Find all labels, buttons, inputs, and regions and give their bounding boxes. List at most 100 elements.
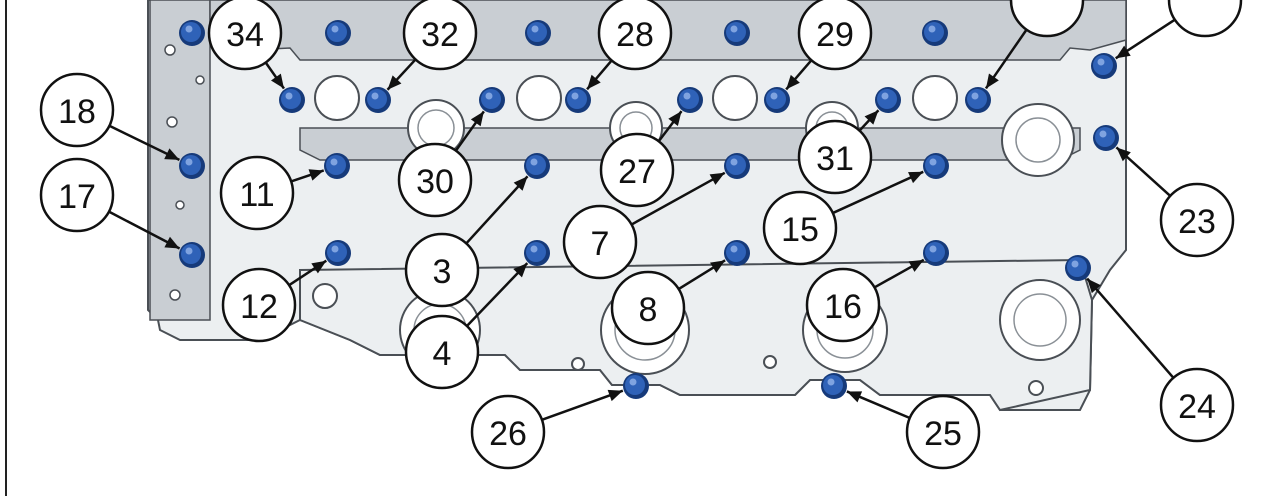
callout-number: 17 xyxy=(58,178,96,216)
locating-hole xyxy=(195,75,205,85)
callout-circle xyxy=(905,394,981,470)
bolt-head-b24 xyxy=(1065,255,1091,281)
callout-b27: 27 xyxy=(599,132,675,208)
port-hole xyxy=(312,283,338,309)
locating-hole xyxy=(169,289,181,301)
callout-number: 34 xyxy=(226,16,264,54)
bolt-head-b4 xyxy=(524,240,550,266)
port-hole xyxy=(1001,103,1075,177)
bolt-head xyxy=(179,20,205,46)
callout-number: 16 xyxy=(824,288,862,326)
callout-circle xyxy=(797,0,873,71)
callout-b30: 30 xyxy=(397,142,473,218)
callout-circle xyxy=(207,0,283,71)
callout-circle xyxy=(397,142,473,218)
port-hole xyxy=(712,75,758,121)
leader-arrow-b24 xyxy=(1087,278,1101,294)
callout-b3: 3 xyxy=(404,232,480,308)
callout-circle xyxy=(562,204,638,280)
callout-b28: 28 xyxy=(597,0,673,71)
leader-arrow-b28 xyxy=(587,74,601,90)
callout-number: 8 xyxy=(639,291,658,329)
callout-circle xyxy=(39,72,115,148)
bolt-head-b30 xyxy=(479,87,505,113)
leader-line-b15 xyxy=(832,170,924,215)
bolt-head-b31 xyxy=(875,87,901,113)
leader-arrow-b-top-a xyxy=(985,73,999,89)
bolt-heads xyxy=(179,20,1119,399)
callout-b17: 17 xyxy=(39,157,115,233)
locating-hole xyxy=(164,44,176,56)
port-hole xyxy=(314,75,360,121)
bolt-head-b12 xyxy=(325,240,351,266)
callout-circle xyxy=(797,119,873,195)
callout-b-top-a xyxy=(1009,0,1085,38)
callout-circle xyxy=(1009,0,1085,38)
leader-arrow-b-top-b xyxy=(1115,45,1131,59)
casting-lower-flange xyxy=(299,258,1094,412)
callout-circle xyxy=(470,394,546,470)
leader-arrow-b17 xyxy=(164,236,180,249)
callout-circle xyxy=(597,0,673,71)
callout-b-top-b xyxy=(1167,0,1243,38)
callout-number: 27 xyxy=(618,153,656,191)
callout-b23: 23 xyxy=(1159,182,1235,258)
leader-arrow-b31 xyxy=(864,110,879,125)
leader-arrow-b16 xyxy=(908,259,924,272)
leader-arrow-b3 xyxy=(513,176,528,191)
callout-circle xyxy=(39,157,115,233)
callout-circle xyxy=(402,0,478,71)
leader-line-b4 xyxy=(466,262,529,327)
callout-b29: 29 xyxy=(797,0,873,71)
leader-arrow-b18 xyxy=(164,148,180,160)
callout-circle xyxy=(221,267,297,343)
leader-arrow-b32 xyxy=(387,75,402,90)
callout-b12: 12 xyxy=(221,267,297,343)
port-hole xyxy=(516,75,562,121)
callout-b34: 34 xyxy=(207,0,283,71)
callout-number: 3 xyxy=(433,253,452,291)
callout-circle xyxy=(599,132,675,208)
bolt-head-b23 xyxy=(1093,125,1119,151)
bolt-head-b15 xyxy=(923,153,949,179)
callout-number: 4 xyxy=(433,335,452,373)
callout-number: 32 xyxy=(421,16,459,54)
callout-circle xyxy=(762,190,838,266)
bolt-head-b16 xyxy=(923,240,949,266)
callout-number: 7 xyxy=(591,225,610,263)
callout-b32: 32 xyxy=(402,0,478,71)
callout-number: 12 xyxy=(240,288,278,326)
callout-b25: 25 xyxy=(905,394,981,470)
bolt-head-b27 xyxy=(677,87,703,113)
callout-leaders xyxy=(108,18,1176,422)
callout-circle xyxy=(1159,182,1235,258)
leader-arrow-b30 xyxy=(470,111,484,127)
leader-arrow-b25 xyxy=(846,391,863,403)
bolt-head-b25 xyxy=(821,373,847,399)
callout-number: 11 xyxy=(239,176,274,214)
callout-circle xyxy=(1159,367,1235,443)
leader-arrow-b8 xyxy=(710,260,726,273)
leader-arrow-b26 xyxy=(607,389,623,402)
callout-circle xyxy=(404,314,480,390)
callout-number: 24 xyxy=(1178,388,1216,426)
bolt-head-b28 xyxy=(565,87,591,113)
callout-b7: 7 xyxy=(562,204,638,280)
callout-circle xyxy=(805,267,881,343)
callout-b11: 11 xyxy=(219,155,295,231)
callout-circle xyxy=(404,232,480,308)
bolt-head xyxy=(525,20,551,46)
port-hole xyxy=(1028,380,1044,396)
bolt-head-b29 xyxy=(764,87,790,113)
leader-arrow-b15 xyxy=(908,171,924,184)
bolt-head-b18 xyxy=(179,153,205,179)
leader-arrow-b29 xyxy=(786,74,800,90)
leader-line-b3 xyxy=(465,175,529,245)
leader-arrow-b27 xyxy=(668,111,682,126)
port-hole xyxy=(912,75,958,121)
locating-hole xyxy=(166,116,178,128)
bolt-head xyxy=(922,20,948,46)
port-seat-ring xyxy=(1013,293,1067,347)
